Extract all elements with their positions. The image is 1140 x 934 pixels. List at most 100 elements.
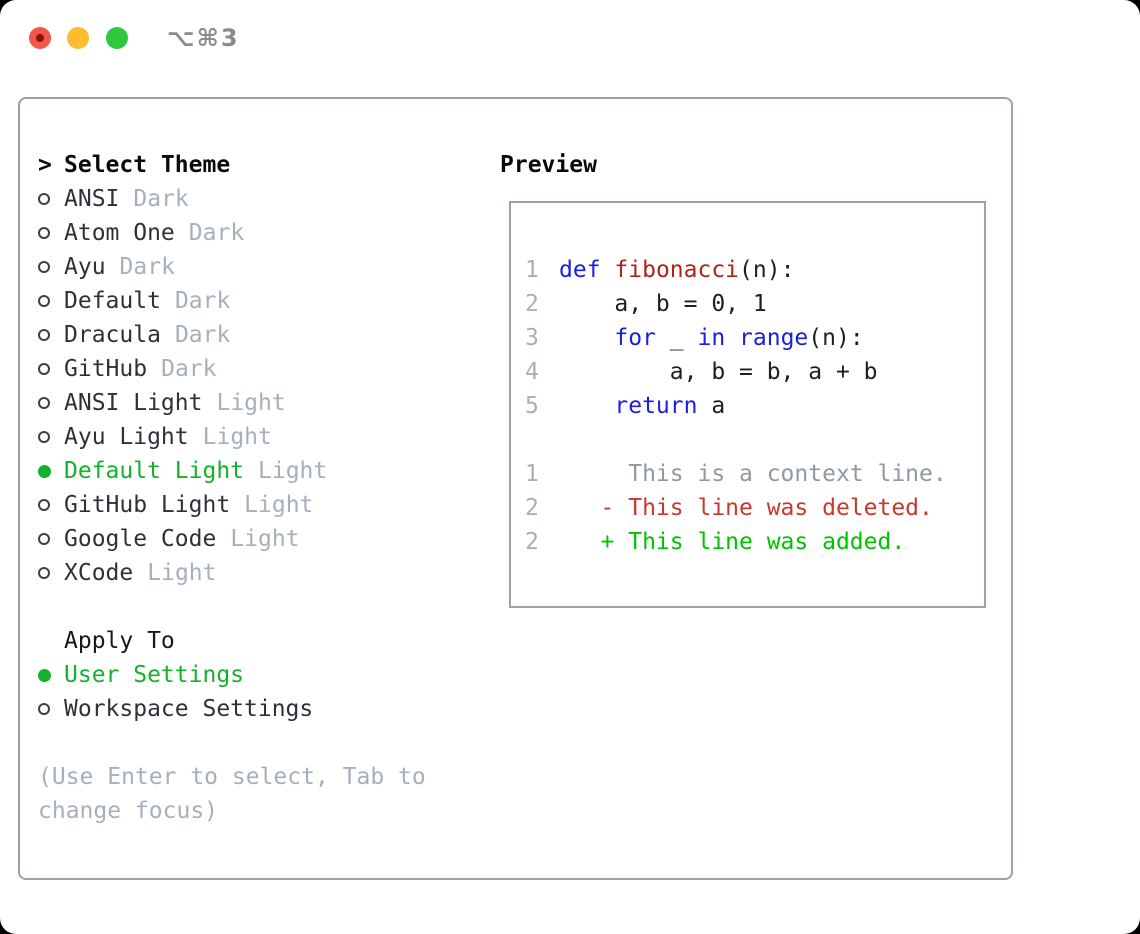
code-token [601, 257, 615, 283]
radio-unselected-icon [38, 193, 50, 205]
option-label: Workspace Settings [64, 696, 314, 722]
preview-line: 2 a, b = 0, 1 [525, 287, 984, 321]
code-token [559, 325, 614, 351]
option-label: Default Light [64, 458, 245, 484]
radio-marker [38, 499, 64, 511]
theme-option[interactable]: Default Dark [38, 284, 426, 318]
code-token: This is a context line. [559, 461, 947, 487]
hint-line: change focus) [38, 798, 219, 824]
code-token [725, 325, 739, 351]
maximize-button[interactable] [106, 27, 128, 49]
preview-title: Preview [500, 152, 597, 178]
line-number: 2 [525, 495, 539, 521]
radio-marker [38, 703, 64, 715]
option-label: Google Code [64, 526, 217, 552]
apply-to-option[interactable]: User Settings [38, 658, 426, 692]
code-token: fibonacci [614, 257, 740, 283]
radio-unselected-icon [38, 363, 50, 375]
radio-unselected-icon [38, 261, 50, 273]
theme-option[interactable]: Ayu Dark [38, 250, 426, 284]
radio-marker [38, 431, 64, 443]
radio-unselected-icon [38, 703, 50, 715]
radio-unselected-icon [38, 295, 50, 307]
code-token: range [739, 325, 809, 351]
preview-line: 2 - This line was deleted. [525, 491, 984, 525]
radio-unselected-icon [38, 227, 50, 239]
spacer [38, 726, 426, 760]
line-number: 2 [525, 291, 539, 317]
option-label: Dracula [64, 322, 161, 348]
minimize-button[interactable] [67, 27, 89, 49]
line-number: 3 [525, 325, 539, 351]
preview-line: 4 a, b = b, a + b [525, 355, 984, 389]
preview-line [525, 423, 984, 457]
window-hotkey-label: ⌥⌘3 [167, 24, 240, 52]
code-token: a [697, 393, 726, 419]
radio-marker [38, 668, 64, 682]
theme-variant-label: Light [147, 560, 217, 586]
theme-variant-label: Dark [174, 322, 231, 348]
theme-variant-label: Dark [174, 288, 231, 314]
line-number: 5 [525, 393, 539, 419]
theme-option[interactable]: Dracula Dark [38, 318, 426, 352]
radio-marker [38, 397, 64, 409]
radio-unselected-icon [38, 431, 50, 443]
select-theme-header: > Select Theme [38, 148, 426, 182]
option-label: GitHub [64, 356, 148, 382]
radio-selected-icon [38, 464, 51, 478]
radio-marker [38, 227, 64, 239]
theme-variant-label: Dark [188, 220, 245, 246]
apply-to-header: Apply To [38, 624, 426, 658]
radio-marker [38, 261, 64, 273]
radio-marker [38, 295, 64, 307]
option-label: Default [64, 288, 161, 314]
option-label: ANSI [64, 186, 120, 212]
close-button[interactable] [29, 27, 51, 49]
option-label: ANSI Light [64, 390, 203, 416]
radio-unselected-icon [38, 499, 50, 511]
spacer [38, 590, 426, 624]
code-token: in [697, 325, 726, 351]
theme-option[interactable]: XCode Light [38, 556, 426, 590]
code-token: return [614, 393, 698, 419]
theme-variant-label: Dark [119, 254, 175, 280]
theme-variant-label: Dark [161, 356, 217, 382]
option-label: Ayu Light [64, 424, 189, 450]
option-label: User Settings [64, 662, 245, 688]
apply-to-option[interactable]: Workspace Settings [38, 692, 426, 726]
option-label: XCode [64, 560, 134, 586]
radio-marker [38, 533, 64, 545]
preview-line: 5 return a [525, 389, 984, 423]
select-theme-title: Select Theme [64, 152, 231, 178]
code-token: def [559, 257, 601, 283]
theme-option[interactable]: GitHub Dark [38, 352, 426, 386]
apply-to-title: Apply To [64, 628, 175, 654]
code-token: a, b = 0, 1 [559, 291, 767, 317]
theme-variant-label: Light [244, 492, 314, 518]
option-label: Ayu [64, 254, 106, 280]
radio-marker [38, 567, 64, 579]
line-number: 1 [525, 461, 539, 487]
code-token: (n): [739, 257, 795, 283]
theme-option[interactable]: ANSI Dark [38, 182, 426, 216]
preview-line: 2 + This line was added. [525, 525, 984, 559]
preview-line: 3 for _ in range(n): [525, 321, 984, 355]
code-token: - This line was deleted. [559, 495, 933, 521]
theme-variant-label: Dark [133, 186, 189, 212]
close-button-dot-icon [36, 34, 44, 42]
titlebar: ⌥⌘3 [0, 0, 1140, 76]
